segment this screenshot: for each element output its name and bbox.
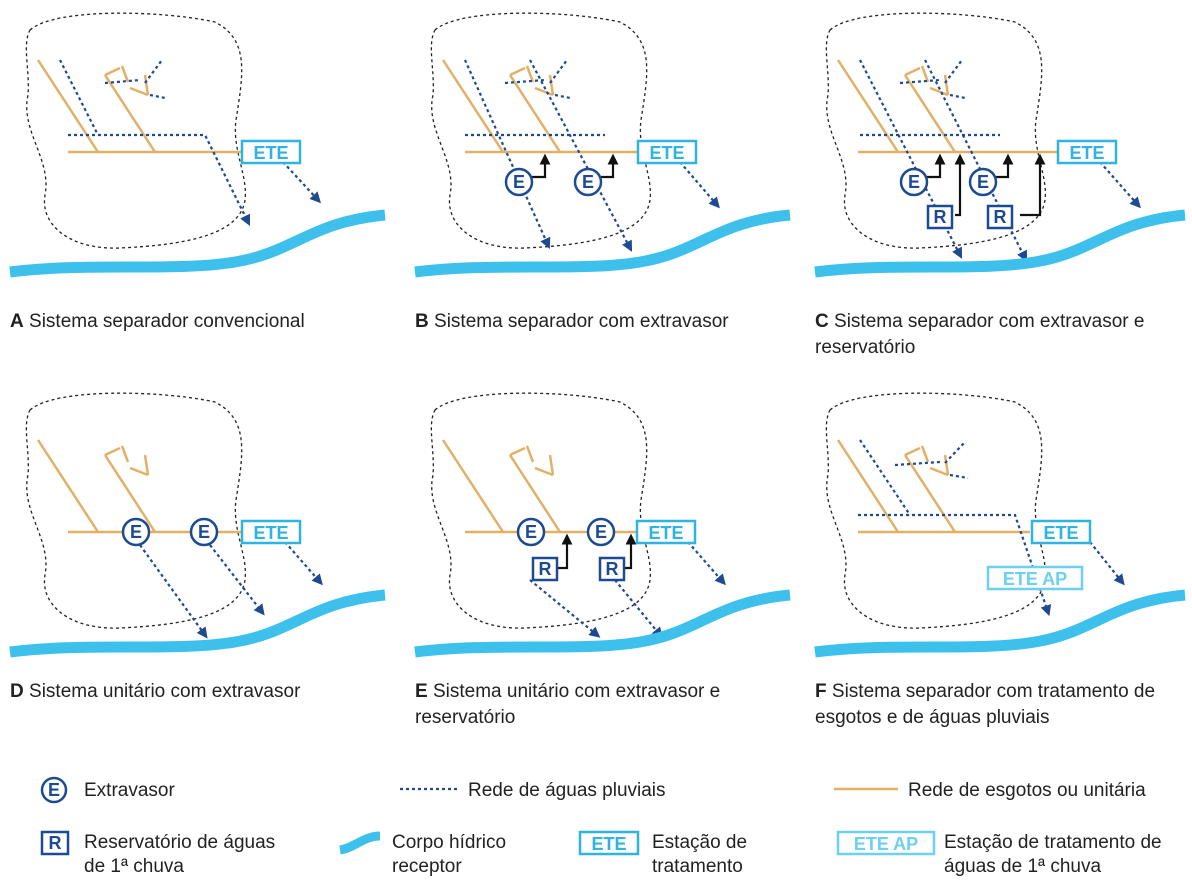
sewer-network [836, 59, 1062, 154]
extravasor: E [189, 517, 219, 547]
panel-e-diagram: E E R R ETE [414, 392, 791, 658]
ete-outflow [1089, 541, 1125, 586]
svg-text:E: E [48, 780, 60, 800]
svg-text:ETE: ETE [253, 143, 288, 163]
overflow-arrows [555, 533, 637, 570]
panel-d-diagram: E E ETE [9, 392, 386, 658]
river [9, 589, 386, 658]
caption-d: D Sistema unitário com extravasor [10, 681, 301, 702]
extravasor: E [586, 517, 616, 547]
river [9, 209, 386, 278]
combined-network [36, 439, 245, 534]
river-stroke-icon [339, 831, 381, 855]
ete-ap-box-icon: ETE AP [836, 830, 936, 856]
svg-text:ETE AP: ETE AP [1003, 569, 1067, 589]
catchment-boundary [430, 12, 652, 249]
ete-outflow [679, 161, 720, 209]
storm-network [463, 59, 633, 252]
svg-text:ETE AP: ETE AP [854, 834, 918, 854]
panel-b-diagram: E E ETE [414, 12, 791, 278]
panel-c-diagram: E E R R ETE [814, 12, 1186, 278]
catchment-boundary [825, 12, 1047, 249]
ete-box: ETE [240, 519, 302, 545]
extravasor: E [968, 167, 998, 197]
ete-box-icon: ETE [578, 830, 640, 856]
reservoir: R [926, 204, 954, 230]
svg-text:E: E [525, 522, 537, 542]
ete-ap-box: ETE AP [986, 565, 1084, 591]
ete-outflow [282, 161, 321, 204]
legend-sewer-label: Rede de esgotos ou unitária [908, 780, 1146, 801]
caption-c: C Sistema separador com extravasor e res… [815, 311, 1145, 358]
legend-reservoir-label: Reservatório de águas de 1ª chuva [84, 832, 276, 877]
extravasor: E [899, 167, 929, 197]
reservoir: R [531, 556, 559, 582]
extravasor: E [516, 517, 546, 547]
combined-network [441, 439, 640, 534]
svg-text:ETE: ETE [649, 143, 684, 163]
extravasor: E [573, 167, 603, 197]
extravasor-circle-icon: E [40, 776, 68, 804]
ete-box: ETE [1056, 139, 1118, 165]
panel-f-diagram: ETE ETE AP [814, 392, 1186, 658]
svg-text:E: E [977, 172, 989, 192]
sewer-network [36, 59, 245, 154]
svg-text:ETE: ETE [591, 834, 626, 854]
svg-text:E: E [198, 522, 210, 542]
svg-text:ETE: ETE [253, 523, 288, 543]
overflow-arrows [532, 153, 619, 179]
storm-network [858, 439, 1052, 617]
caption-f: F Sistema separador com tratamento de es… [815, 681, 1156, 728]
sewer-network [836, 439, 1030, 534]
legend-ete-label: Estação de tratamento [652, 832, 748, 877]
svg-text:R: R [606, 559, 619, 579]
svg-text:E: E [513, 172, 525, 192]
dotted-line-icon [400, 787, 458, 791]
storm-overflow [139, 544, 265, 639]
ete-outflow [284, 541, 323, 586]
solid-line-icon [834, 787, 898, 791]
svg-text:R: R [539, 559, 552, 579]
reservoir: R [598, 556, 626, 582]
river [414, 209, 791, 278]
svg-text:ETE: ETE [1043, 523, 1078, 543]
svg-text:R: R [994, 207, 1007, 227]
legend-storm-label: Rede de águas pluviais [468, 780, 666, 801]
caption-e: E Sistema unitário com extravasor e rese… [415, 681, 721, 728]
legend-extravasor-label: Extravasor [84, 780, 175, 801]
catchment-boundary [430, 392, 652, 629]
caption-a: A Sistema separador convencional [10, 311, 305, 332]
panel-a-diagram: ETE [9, 12, 386, 278]
catchment-boundary [825, 392, 1047, 629]
svg-text:E: E [908, 172, 920, 192]
reservoir-box-icon: R [40, 830, 70, 856]
ete-box: ETE [635, 519, 697, 545]
legend-water-body-label: Corpo hídrico receptor [392, 832, 507, 877]
river [814, 589, 1186, 658]
sewer-network [441, 59, 640, 154]
river [814, 209, 1186, 278]
svg-text:R: R [934, 207, 947, 227]
svg-text:E: E [582, 172, 594, 192]
extravasor: E [504, 167, 534, 197]
svg-text:E: E [595, 522, 607, 542]
storm-network [59, 59, 251, 226]
caption-b: B Sistema separador com extravasor [415, 311, 729, 332]
svg-text:ETE: ETE [1069, 143, 1104, 163]
ete-box: ETE [240, 139, 302, 165]
extravasor: E [121, 517, 151, 547]
reservoir: R [986, 204, 1014, 230]
river [414, 589, 791, 658]
overflow-arrows [927, 153, 1046, 217]
svg-text:E: E [130, 522, 142, 542]
legend-ete-ap-label: Estação de tratamento de águas de 1ª chu… [944, 832, 1162, 877]
ete-outflow [1099, 161, 1141, 209]
catchment-boundary [25, 12, 247, 249]
svg-text:R: R [49, 833, 62, 853]
catchment-boundary [25, 392, 247, 629]
ete-box: ETE [1030, 519, 1092, 545]
ete-box: ETE [636, 139, 698, 165]
storm-overflow [529, 541, 726, 639]
svg-text:ETE: ETE [648, 523, 683, 543]
